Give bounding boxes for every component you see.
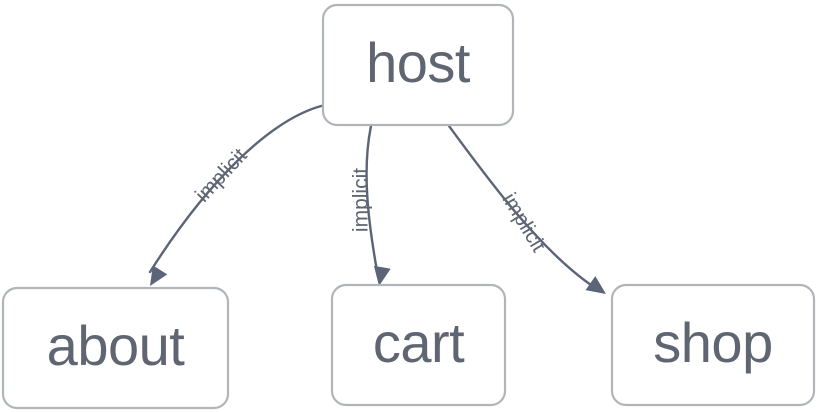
- node-box: [610, 283, 816, 407]
- edge-line: [148, 103, 327, 274]
- node-about[interactable]: about: [1, 286, 230, 410]
- edge-arrowhead: [150, 265, 168, 286]
- node-box: [1, 286, 230, 410]
- node-label: cart: [373, 311, 465, 374]
- edge-line: [447, 124, 593, 287]
- edge-label: implicit: [191, 144, 252, 207]
- edge-label: implicit: [350, 168, 373, 232]
- nodes-layer: host about cart shop: [1, 3, 816, 410]
- edge-host-cart[interactable]: implicit: [350, 124, 391, 287]
- edge-host-shop[interactable]: implicit: [447, 124, 611, 301]
- edges-layer: implicit implicit implicit: [143, 103, 611, 301]
- node-label: host: [366, 31, 471, 94]
- edge-arrowhead: [585, 276, 606, 294]
- node-box: [321, 3, 515, 127]
- edge-label: implicit: [497, 189, 550, 256]
- node-shop[interactable]: shop: [610, 283, 816, 407]
- edge-host-about[interactable]: implicit: [143, 103, 327, 291]
- edge-arrowhead: [373, 265, 391, 286]
- node-host[interactable]: host: [321, 3, 515, 127]
- node-cart[interactable]: cart: [330, 283, 507, 407]
- node-label: about: [47, 314, 186, 377]
- node-label: shop: [653, 311, 772, 374]
- edge-line: [365, 124, 379, 273]
- node-box: [330, 283, 507, 407]
